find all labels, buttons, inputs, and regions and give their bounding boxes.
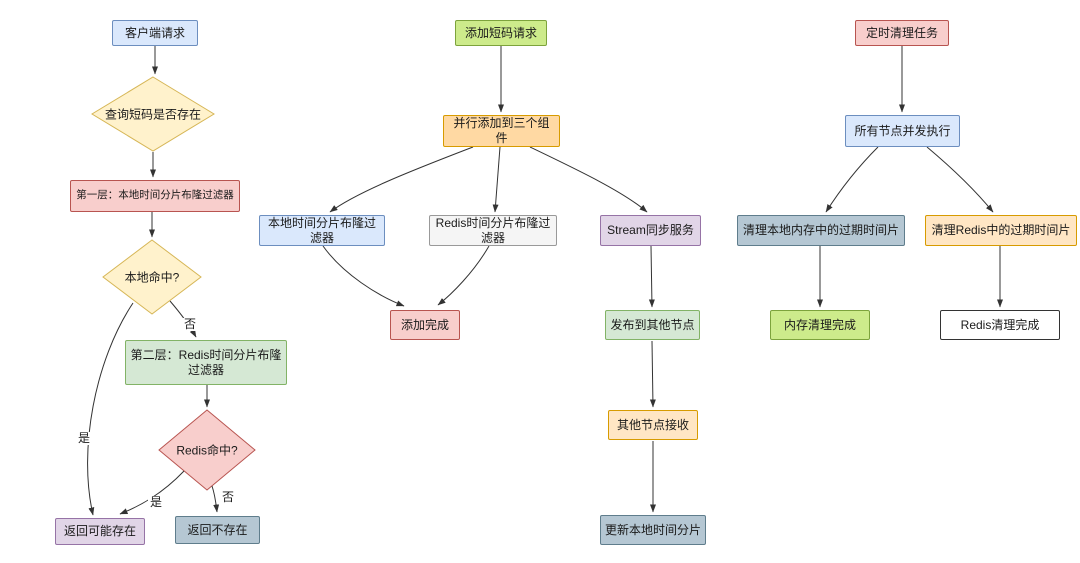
node-local-filter: 本地时间分片布隆过滤器 — [259, 215, 385, 246]
edge-label-redis-no: 否 — [220, 490, 237, 505]
edge-allnodes-to-cleanredis — [926, 146, 994, 213]
node-stream-sync: Stream同步服务 — [600, 215, 701, 246]
edge-redishit-no-to-notexists — [211, 485, 220, 513]
node-cleanup-task: 定时清理任务 — [855, 20, 949, 46]
edge-parallel-to-stream — [529, 146, 648, 213]
edge-label-local-yes: 是 — [76, 431, 93, 446]
edge-localfilter-to-done — [322, 245, 405, 307]
edge-allnodes-to-cleanlocal — [825, 146, 879, 213]
node-clean-local: 清理本地内存中的过期时间片 — [737, 215, 905, 246]
edge-parallel-to-localfilter — [329, 146, 474, 213]
node-local-hit-label: 本地命中? — [124, 270, 180, 285]
edge-parallel-to-redisfilter — [492, 146, 501, 213]
node-parallel-add: 并行添加到三个组件 — [443, 115, 560, 147]
node-mem-done: 内存清理完成 — [770, 310, 870, 340]
edge-label-local-no: 否 — [182, 317, 199, 332]
edge-localhit-yes-to-maybe — [87, 302, 134, 516]
node-update-local: 更新本地时间分片 — [600, 515, 706, 545]
node-add-request: 添加短码请求 — [455, 20, 547, 46]
node-maybe-exists: 返回可能存在 — [55, 518, 145, 545]
node-nodes-receive: 其他节点接收 — [608, 410, 698, 440]
node-all-nodes-exec: 所有节点并发执行 — [845, 115, 960, 147]
node-query-exists-label: 查询短码是否存在 — [104, 107, 202, 122]
node-redis-filter: Redis时间分片布隆过滤器 — [429, 215, 557, 246]
edge-stream-to-publish — [648, 245, 655, 308]
node-clean-redis: 清理Redis中的过期时间片 — [925, 215, 1077, 246]
node-layer1: 第一层：本地时间分片布隆过滤器 — [70, 180, 240, 212]
edge-redisfilter-to-done — [437, 245, 490, 306]
node-publish-nodes: 发布到其他节点 — [605, 310, 700, 340]
node-add-done: 添加完成 — [390, 310, 460, 340]
node-redis-hit-label: Redis命中? — [176, 443, 238, 458]
query-exists-diamond — [91, 76, 215, 152]
node-layer2: 第二层：Redis时间分片布隆过滤器 — [125, 340, 287, 385]
edge-publish-to-receive — [649, 340, 656, 408]
redis-hit-diamond — [158, 409, 256, 491]
local-hit-diamond — [102, 239, 202, 315]
node-client-request: 客户端请求 — [112, 20, 198, 46]
edge-label-redis-yes: 是 — [148, 495, 165, 510]
node-redis-done: Redis清理完成 — [940, 310, 1060, 340]
node-not-exists: 返回不存在 — [175, 516, 260, 544]
